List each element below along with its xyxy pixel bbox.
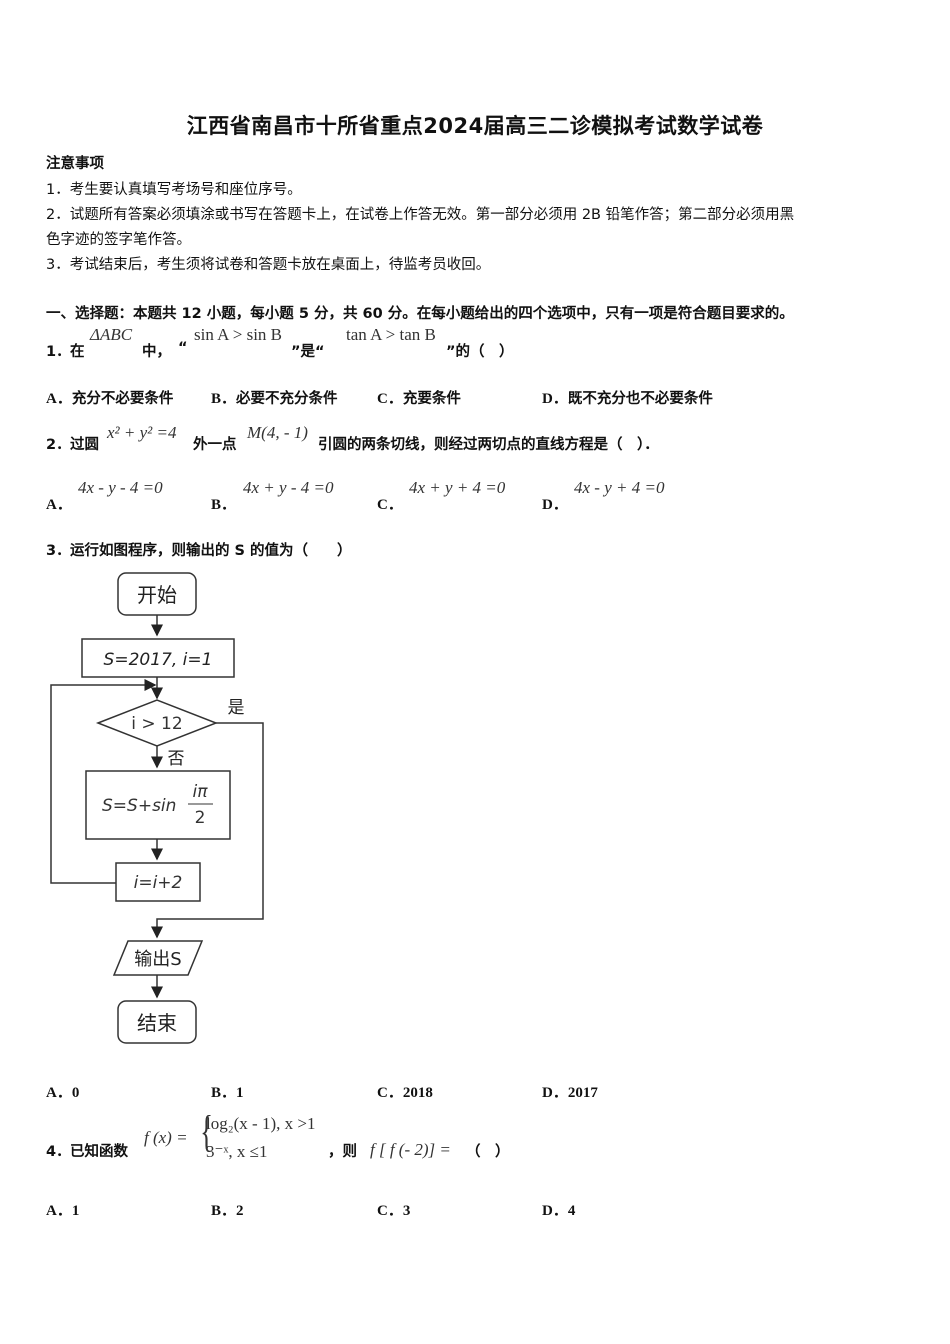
flowchart-body-label: S=S+sin [102,796,176,816]
flowchart-body-node [85,770,231,840]
option-a[interactable]: A．1 [46,1203,80,1219]
notice-heading: 注意事项 [46,156,104,172]
option-b[interactable]: B．必要不充分条件 [211,391,338,407]
option-c[interactable]: C．3 [377,1203,411,1219]
option-b[interactable]: B．2 [211,1203,244,1219]
flowchart-output-label: 输出S [134,949,181,970]
math-point: M(4, - 1) [247,423,308,442]
question-number: 1． [46,344,71,360]
question-text: “ [178,340,188,356]
option-b[interactable]: B．1 [211,1085,244,1101]
notice-item-1: 1．考生要认真填写考场号和座位序号。 [46,182,302,198]
flowchart-init-label: S=2017, i=1 [104,650,213,670]
flowchart-body-numerator: iπ [193,782,209,802]
math-circle-equation: x² + y² =4 [107,423,177,442]
question-text: 运行如图程序，则输出的 S 的值为（ ） [70,543,352,559]
math-brace: { [200,1107,213,1156]
option-a[interactable]: A．0 [46,1085,80,1101]
flowchart-yes-label: 是 [228,698,245,718]
option-d[interactable]: D．4 [542,1203,576,1219]
question-text: （ ） [466,1144,510,1160]
flowchart-increment-label: i=i+2 [134,873,183,893]
option-c[interactable]: C．充要条件 [377,391,461,407]
question-text: ”的（ ） [446,344,514,360]
question-text: ，则 [328,1144,357,1160]
math-case-2: 3⁻ˣ, x ≤1 [206,1142,268,1161]
question-text: 已知函数 [70,1144,128,1160]
question-number: 2． [46,437,71,453]
notice-item-3: 3．考试结束后，考生须将试卷和答题卡放在桌面上，待监考员收回。 [46,257,491,273]
notice-item-2: 2．试题所有答案必须填涂或书写在答题卡上，在试卷上作答无效。第一部分必须用 2B… [46,207,795,223]
question-text: ”是“ [291,344,325,360]
flowchart-end-label: 结束 [137,1011,177,1035]
option-a[interactable]: A．充分不必要条件 [46,391,174,407]
flowchart-start-label: 开始 [137,583,177,607]
question-text: 在 [70,344,85,360]
flowchart-output-node [112,940,204,976]
notice-item-2-cont: 色字迹的签字笔作答。 [46,232,191,248]
question-number: 3． [46,543,71,559]
option-c[interactable]: C．2018 [377,1085,433,1101]
math-expression: f [ f (- 2)] = [370,1140,451,1159]
question-number: 4． [46,1144,71,1160]
flowchart-init-node [81,638,235,678]
question-text: 外一点 [193,437,237,453]
question-text: 引圆的两条切线，则经过两切点的直线方程是（ ）． [318,437,659,453]
math-function-lhs: f (x) = [144,1128,188,1147]
flowchart: 开始 S=2017, i=1 i > 12 是 否 S=S+sin iπ 2 i… [50,572,264,1044]
question-text: 中， [142,344,171,360]
flowchart-end-node [117,1000,197,1044]
math-triangle: ΔABC [90,325,133,344]
flowchart-no-label: 否 [168,749,185,769]
flowchart-body-denominator: 2 [195,808,206,828]
flowchart-condition-label: i > 12 [131,714,182,734]
math-condition-2: tan A > tan B [346,325,436,344]
section-heading: 一、选择题：本题共 12 小题，每小题 5 分，共 60 分。在每小题给出的四个… [46,306,794,322]
math-case-1: log₂(x - 1), x >1 [206,1114,316,1133]
question-text: 过圆 [70,437,99,453]
option-d[interactable]: D．既不充分也不必要条件 [542,391,713,407]
math-condition-1: sin A > sin B [194,325,283,344]
option-d[interactable]: D．2017 [542,1085,598,1101]
page-title: 江西省南昌市十所省重点2024届高三二诊模拟考试数学试卷 [186,114,764,138]
flowchart-increment-node [115,862,201,902]
